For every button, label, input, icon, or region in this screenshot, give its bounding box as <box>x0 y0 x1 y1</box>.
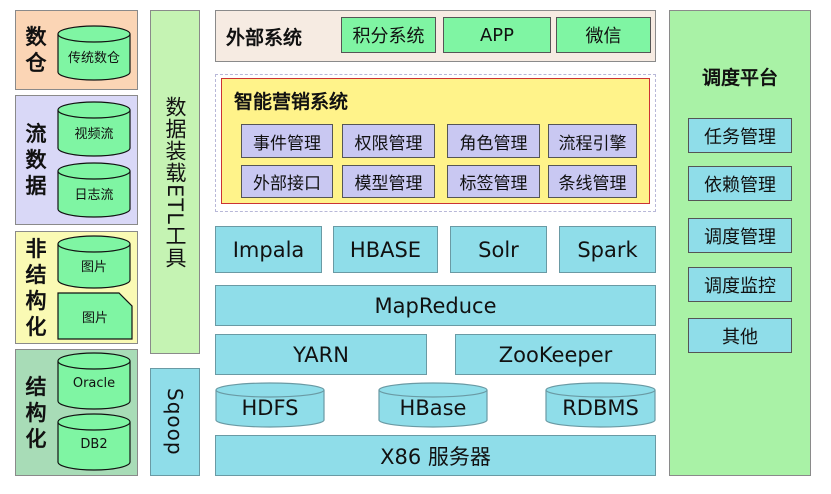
compute-hbase: HBASE <box>333 226 438 273</box>
storage-hdfs: HDFS <box>215 382 325 428</box>
storage-hbase: HBase <box>378 382 488 428</box>
scheduler-other: 其他 <box>688 318 792 353</box>
layer-yarn: YARN <box>215 334 427 375</box>
cylinder-db2: DB2 <box>57 413 131 471</box>
module-event-management: 事件管理 <box>241 124 333 158</box>
document-label: 图片 <box>81 311 108 326</box>
external-systems-title: 外部系统 <box>226 26 303 49</box>
module-tag-management: 标签管理 <box>447 165 540 198</box>
label-unstructured: 非 结 构 化 <box>25 236 47 339</box>
external-item-wechat: 微信 <box>556 17 651 53</box>
panel-scheduler-platform: 调度平台 任务管理 依赖管理 调度管理 调度监控 其他 <box>669 10 811 476</box>
module-model-management: 模型管理 <box>342 165 435 198</box>
layer-x86-server: X86 服务器 <box>215 435 656 476</box>
module-process-engine: 流程引擎 <box>548 124 637 158</box>
cylinder-label: 视频流 <box>74 127 114 142</box>
label-structured: 结 构 化 <box>25 374 47 451</box>
cylinder-label: 日志流 <box>74 188 114 203</box>
scheduler-dependency-management: 依赖管理 <box>688 166 792 201</box>
scheduler-schedule-monitoring: 调度监控 <box>688 267 792 302</box>
external-item-app: APP <box>443 17 551 53</box>
module-line-management: 条线管理 <box>548 165 637 198</box>
document-images: 图片 <box>57 292 133 340</box>
cylinder-label: DB2 <box>80 437 108 452</box>
sqoop-column: Sqoop <box>150 368 200 476</box>
panel-unstructured: 非 结 构 化 图片 图片 <box>15 231 138 344</box>
module-permission-management: 权限管理 <box>342 124 435 158</box>
storage-label: HBase <box>399 396 467 420</box>
panel-intelligent-marketing: 智能营销系统 事件管理 权限管理 角色管理 流程引擎 外部接口 模型管理 标签管… <box>221 78 650 204</box>
marketing-title: 智能营销系统 <box>234 91 349 113</box>
cylinder-video-stream: 视频流 <box>57 101 131 157</box>
scheduler-task-management: 任务管理 <box>688 118 792 153</box>
panel-structured: 结 构 化 Oracle DB2 <box>15 349 138 476</box>
cylinder-label: 图片 <box>80 260 107 275</box>
layer-mapreduce: MapReduce <box>215 285 656 326</box>
label-stream-data: 流 数 据 <box>25 122 47 198</box>
cylinder-images: 图片 <box>57 235 131 289</box>
panel-stream-data: 流 数 据 视频流 日志流 <box>15 95 138 225</box>
label-data-warehouse: 数 仓 <box>25 25 47 75</box>
module-role-management: 角色管理 <box>447 124 540 158</box>
cylinder-traditional-dw: 传统数仓 <box>57 25 131 81</box>
module-external-interface: 外部接口 <box>241 165 333 198</box>
external-item-points-system: 积分系统 <box>341 17 436 53</box>
layer-zookeeper: ZooKeeper <box>455 334 656 375</box>
cylinder-log-stream: 日志流 <box>57 162 131 218</box>
cylinder-label: 传统数仓 <box>67 51 120 66</box>
etl-tool-column: 数据装载ETL工具 <box>150 10 200 354</box>
panel-data-warehouse: 数 仓 传统数仓 <box>15 10 138 90</box>
compute-spark: Spark <box>559 226 656 273</box>
cylinder-oracle: Oracle <box>57 352 131 410</box>
cylinder-label: Oracle <box>72 376 116 391</box>
marketing-dashed-frame <box>215 74 656 212</box>
storage-label: HDFS <box>241 396 299 420</box>
compute-solr: Solr <box>450 226 547 273</box>
scheduler-title: 调度平台 <box>701 67 778 89</box>
scheduler-schedule-management: 调度管理 <box>688 218 792 253</box>
storage-rdbms: RDBMS <box>545 382 656 428</box>
panel-external-systems: 外部系统 积分系统 APP 微信 <box>215 10 656 62</box>
compute-impala: Impala <box>215 226 322 273</box>
storage-label: RDBMS <box>562 396 639 420</box>
